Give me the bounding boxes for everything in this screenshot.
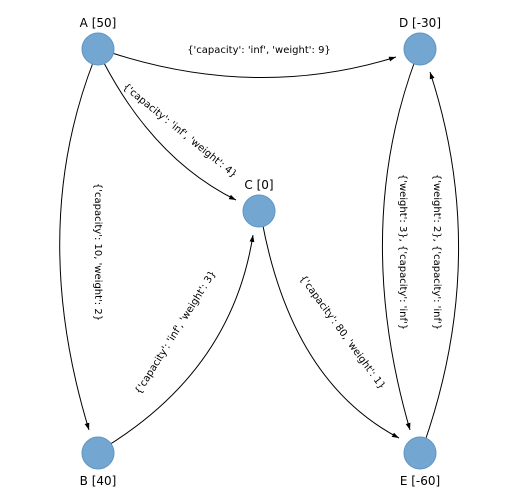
edge-e-d (423, 71, 459, 445)
edge-a-c (103, 62, 237, 201)
edge-a-b (59, 59, 95, 431)
node-d[interactable] (403, 32, 437, 66)
node-label-c: C [0] (244, 178, 273, 192)
edge-label-a-c: {'capacity': 'inf', 'weight': 4} (120, 82, 239, 181)
node-label-b: B [40] (80, 474, 117, 488)
edge-c-e (261, 220, 400, 439)
node-e[interactable] (403, 436, 437, 470)
edge-a-d (111, 52, 397, 78)
edge-label-a-d: {'capacity': 'inf', 'weight': 9} (187, 45, 331, 56)
edge-label-b-c: {'capacity': 'inf', 'weight': 3} (133, 269, 218, 397)
edge-label-d-e: {'weight': 3}, {'capacity': 'inf'} (397, 174, 408, 330)
node-c[interactable] (242, 194, 276, 228)
node-label-e: E [-60] (400, 474, 440, 488)
edge-label-e-d: {'weight': 2}, {'capacity': 'inf'} (431, 174, 442, 330)
edge-b-c (103, 234, 255, 449)
node-a[interactable] (81, 32, 115, 66)
node-label-d: D [-30] (399, 16, 441, 30)
edge-label-c-e: {'capacity': 80, 'weight': 1} (297, 273, 387, 391)
node-label-a: A [50] (80, 16, 117, 30)
node-b[interactable] (81, 436, 115, 470)
edge-label-a-b: {'capacity': 10, 'weight': 2} (92, 183, 103, 321)
edge-d-e (382, 57, 417, 431)
